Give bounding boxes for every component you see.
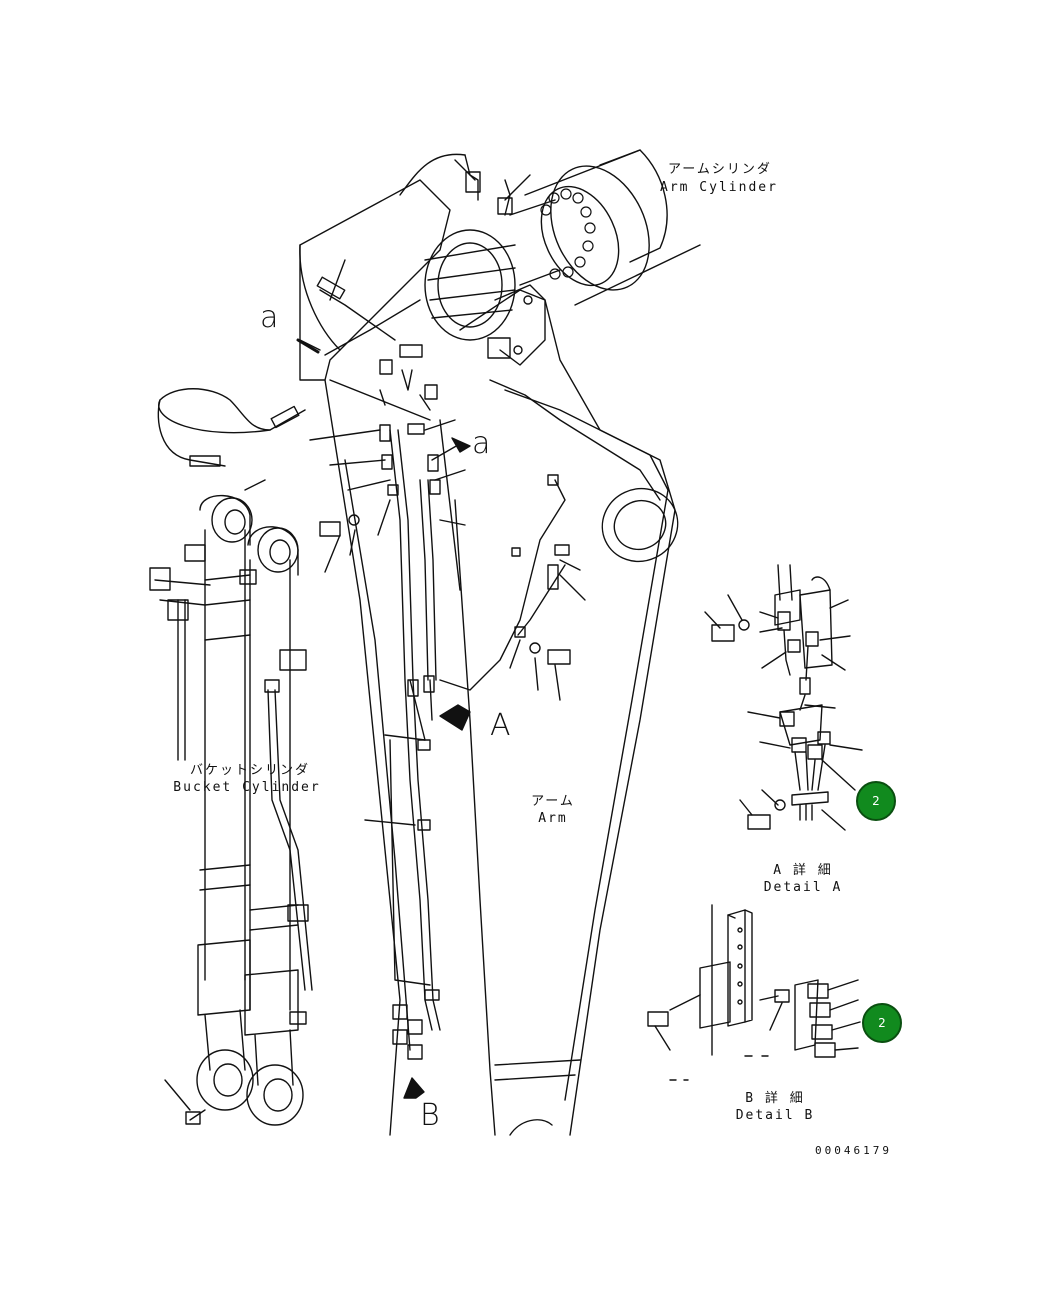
arm-label-jp: アーム [531, 794, 575, 809]
fittings [164, 159, 586, 1111]
detail-b-callout-badge[interactable]: 2 [862, 1003, 902, 1043]
arm-cylinder-label-jp: アームシリンダ [668, 162, 772, 177]
ref-a-top-label: a [260, 300, 279, 335]
arm-cylinder [399, 149, 701, 341]
bucket-cylinders [149, 494, 313, 1126]
arm-body [299, 179, 679, 1136]
detail-b-title-en: Detail B [735, 1108, 815, 1123]
bucket-cylinder-label-jp: バケットシリンダ [189, 763, 310, 778]
arm-label-en: Arm [538, 811, 568, 826]
view-arrows [296, 338, 471, 1099]
detail-b-drawing [647, 904, 861, 1081]
detail-a-title-jp: A 詳 細 [773, 863, 833, 878]
detail-b-callout-number: 2 [878, 1016, 886, 1030]
view-a-label: A [490, 708, 511, 743]
ref-a-mid-label: a [472, 426, 491, 461]
detail-a-title-en: Detail A [763, 880, 843, 895]
view-b-label: B [420, 1098, 440, 1133]
bucket-cylinder-label-en: Bucket Cylinder [173, 780, 321, 795]
detail-a-callout-number: 2 [872, 794, 880, 808]
detail-a-drawing [704, 564, 863, 831]
drawing-number: 00046179 [815, 1144, 892, 1157]
detail-a-callout-badge[interactable]: 2 [856, 781, 896, 821]
arm-cylinder-label-en: Arm Cylinder [660, 180, 778, 195]
hydraulic-lines [157, 276, 566, 1031]
detail-b-title-jp: B 詳 細 [745, 1091, 805, 1106]
